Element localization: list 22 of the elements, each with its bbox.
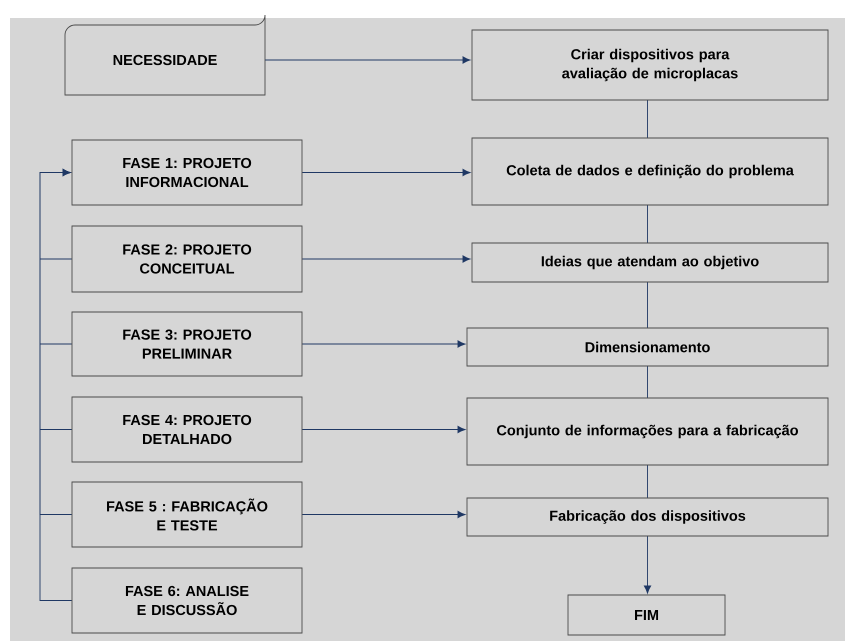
step-box: Dimensionamento — [466, 328, 828, 366]
arrow — [302, 168, 470, 176]
arrow — [264, 56, 470, 64]
arrow — [302, 340, 466, 348]
end-box: FIM — [568, 594, 726, 636]
step-box: Criar dispositivos para avaliação de microplacas — [472, 30, 828, 100]
step-box: Fabricação dos dispositivos — [466, 498, 828, 536]
phase-box: FASE 1: PROJETO INFORMACIONAL — [72, 140, 302, 206]
phase-box: FASE 4: PROJETO DETALHADO — [72, 396, 302, 462]
arrow — [302, 426, 466, 434]
need-box: NECESSIDADE — [64, 14, 266, 96]
phase-box: FASE 2: PROJETO CONCEITUAL — [72, 226, 302, 292]
step-box: Conjunto de informações para a fabricação — [466, 398, 828, 466]
phase-box: FASE 3: PROJETO PRELIMINAR — [72, 312, 302, 376]
arrow — [302, 510, 466, 518]
phase-box: FASE 5 : FABRICAÇÃO E TESTE — [72, 482, 302, 548]
step-box: Coleta de dados e definição do problema — [472, 138, 828, 206]
arrow — [644, 536, 652, 594]
arrow — [40, 168, 72, 601]
phase-box: FASE 6: ANALISE E DISCUSSÃO — [72, 568, 302, 634]
step-box: Ideias que atendam ao objetivo — [472, 242, 828, 282]
arrow — [302, 255, 470, 263]
